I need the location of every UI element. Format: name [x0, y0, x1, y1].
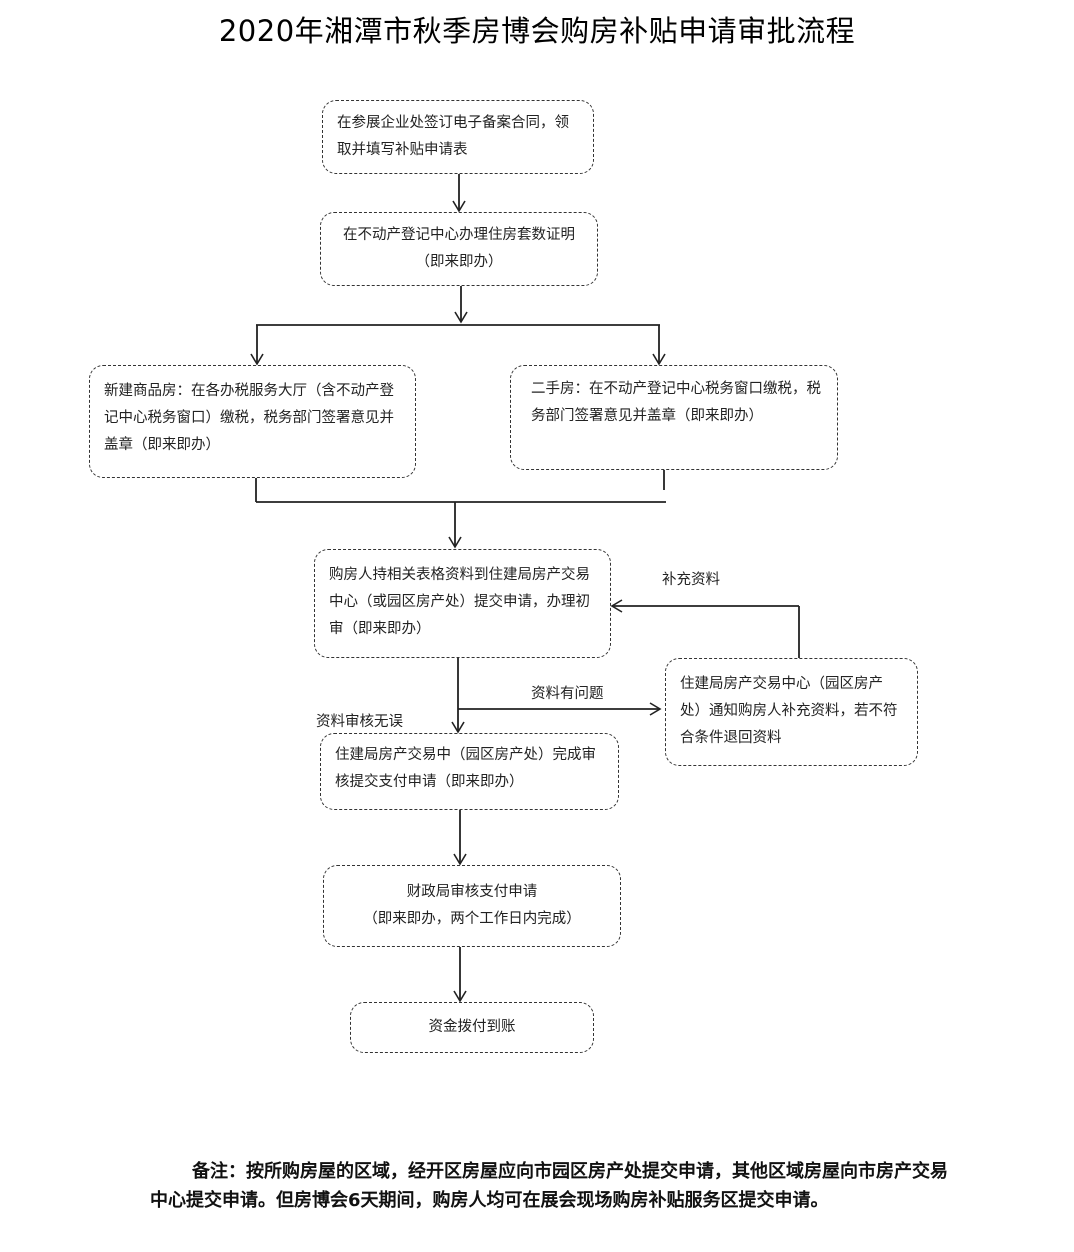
step-supplement-notice-text: 住建局房产交易中心（园区房产处）通知购房人补充资料，若不符合条件退回资料 [680, 676, 898, 746]
step-housing-certificate-note: （即来即办） [415, 254, 503, 270]
step-review-complete: 住建局房产交易中（园区房产处）完成审核提交支付申请（即来即办） [320, 733, 619, 810]
step-review-complete-text: 住建局房产交易中（园区房产处）完成审核提交支付申请（即来即办） [335, 747, 596, 790]
step-second-hand-tax-text: 二手房：在不动产登记中心税务窗口缴税，税务部门签署意见并盖章（即来即办） [531, 381, 821, 424]
step-finance-review-text: 财政局审核支付申请 [406, 884, 538, 900]
step-supplement-notice: 住建局房产交易中心（园区房产处）通知购房人补充资料，若不符合条件退回资料 [665, 658, 918, 766]
step-housing-certificate: 在不动产登记中心办理住房套数证明 （即来即办） [320, 212, 598, 286]
step-sign-contract-text: 在参展企业处签订电子备案合同，领取并填写补贴申请表 [337, 115, 569, 158]
step-submit-application: 购房人持相关表格资料到住建局房产交易中心（或园区房产处）提交申请，办理初审（即来… [314, 549, 611, 658]
step-funds-disbursed-text: 资金拨付到账 [428, 1019, 516, 1035]
step-new-house-tax-text: 新建商品房：在各办税服务大厅（含不动产登记中心税务窗口）缴税，税务部门签署意见并… [104, 383, 394, 453]
step-submit-application-text: 购房人持相关表格资料到住建局房产交易中心（或园区房产处）提交申请，办理初审（即来… [329, 567, 590, 637]
step-finance-review: 财政局审核支付申请 （即来即办，两个工作日内完成） [323, 865, 621, 947]
label-problem: 资料有问题 [531, 686, 604, 702]
step-funds-disbursed: 资金拨付到账 [350, 1002, 594, 1053]
footnote: 备注：按所购房屋的区域，经开区房屋应向市园区房产处提交申请，其他区域房屋向市房产… [150, 1161, 948, 1211]
step-sign-contract: 在参展企业处签订电子备案合同，领取并填写补贴申请表 [322, 100, 594, 174]
label-review-ok: 资料审核无误 [316, 714, 403, 730]
label-supplement: 补充资料 [662, 572, 720, 588]
step-second-hand-tax: 二手房：在不动产登记中心税务窗口缴税，税务部门签署意见并盖章（即来即办） [510, 365, 838, 470]
page-title: 2020年湘潭市秋季房博会购房补贴申请审批流程 [218, 14, 856, 48]
step-new-house-tax: 新建商品房：在各办税服务大厅（含不动产登记中心税务窗口）缴税，税务部门签署意见并… [89, 365, 416, 478]
step-finance-review-note: （即来即办，两个工作日内完成） [363, 911, 581, 927]
step-housing-certificate-text: 在不动产登记中心办理住房套数证明 [343, 227, 575, 243]
